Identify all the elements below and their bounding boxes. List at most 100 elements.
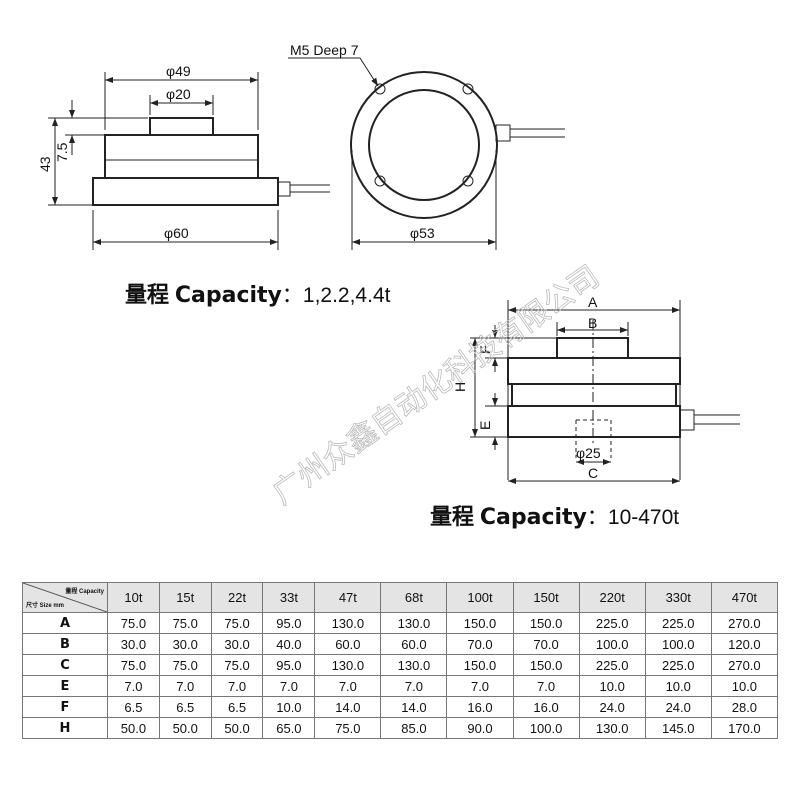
table-cell: 24.0 xyxy=(578,696,646,718)
table-cell: 40.0 xyxy=(262,633,316,655)
table-cell: 270.0 xyxy=(710,654,779,676)
table-cell: 225.0 xyxy=(578,654,646,676)
table-cell: 150.0 xyxy=(446,612,514,634)
table-cell: 120.0 xyxy=(710,633,779,655)
dim-phi60: φ60 xyxy=(164,225,189,241)
table-cell: 90.0 xyxy=(446,717,514,739)
table-cell: 95.0 xyxy=(262,612,316,634)
table-cell: 225.0 xyxy=(578,612,646,634)
table-cell: 75.0 xyxy=(210,612,264,634)
table-cell: 16.0 xyxy=(446,696,514,718)
table-cell: 10.0 xyxy=(710,675,779,697)
table-cell: 30.0 xyxy=(107,633,160,655)
table-cell: 7.0 xyxy=(314,675,382,697)
table-cell: 85.0 xyxy=(380,717,448,739)
table-cell: 7.0 xyxy=(512,675,580,697)
table-cell: 75.0 xyxy=(107,612,160,634)
table-cell: 16.0 xyxy=(512,696,580,718)
table-cell: 95.0 xyxy=(262,654,316,676)
column-header: 33t xyxy=(262,582,316,613)
hole-spec-label: M5 Deep 7 xyxy=(290,42,359,58)
table-cell: 75.0 xyxy=(210,654,264,676)
dim-e: E xyxy=(477,421,493,430)
table-cell: 100.0 xyxy=(644,633,712,655)
table-cell: 7.0 xyxy=(158,675,212,697)
top-view-small: M5 Deep 7 φ53 xyxy=(288,42,565,250)
column-header: 47t xyxy=(314,582,382,613)
table-cell: 50.0 xyxy=(107,717,160,739)
dim-43: 43 xyxy=(37,156,53,172)
dim-phi53: φ53 xyxy=(410,225,435,241)
table-cell: 6.5 xyxy=(107,696,160,718)
dim-f: F xyxy=(477,345,493,354)
table-cell: 6.5 xyxy=(210,696,264,718)
table-cell: 28.0 xyxy=(710,696,779,718)
column-header: 330t xyxy=(644,582,712,613)
table-cell: 225.0 xyxy=(644,612,712,634)
table-cell: 60.0 xyxy=(314,633,382,655)
row-label: H xyxy=(22,717,108,739)
table-corner-header: 量程 Capacity 尺寸 Size mm xyxy=(22,582,108,613)
column-header: 100t xyxy=(446,582,514,613)
table-cell: 50.0 xyxy=(210,717,264,739)
table-cell: 150.0 xyxy=(512,654,580,676)
dim-b: B xyxy=(588,315,597,331)
column-header: 15t xyxy=(158,582,212,613)
technical-drawings: φ49 φ20 φ60 43 7.5 M5 Deep 7 φ53 A B φ25… xyxy=(37,42,740,511)
dim-phi20: φ20 xyxy=(166,86,191,102)
table-cell: 270.0 xyxy=(710,612,779,634)
table-cell: 75.0 xyxy=(158,612,212,634)
table-cell: 170.0 xyxy=(710,717,779,739)
table-cell: 70.0 xyxy=(446,633,514,655)
table-cell: 75.0 xyxy=(158,654,212,676)
table-cell: 24.0 xyxy=(644,696,712,718)
table-cell: 130.0 xyxy=(380,654,448,676)
table-cell: 130.0 xyxy=(578,717,646,739)
table-cell: 30.0 xyxy=(158,633,212,655)
dim-7-5: 7.5 xyxy=(54,142,70,162)
table-cell: 7.0 xyxy=(446,675,514,697)
table-cell: 150.0 xyxy=(512,612,580,634)
table-cell: 30.0 xyxy=(210,633,264,655)
table-cell: 10.0 xyxy=(578,675,646,697)
row-label: A xyxy=(22,612,108,634)
table-cell: 6.5 xyxy=(158,696,212,718)
side-view-large: A B φ25 C H F E xyxy=(452,294,740,484)
table-cell: 10.0 xyxy=(644,675,712,697)
column-header: 470t xyxy=(710,582,779,613)
table-cell: 14.0 xyxy=(314,696,382,718)
table-cell: 60.0 xyxy=(380,633,448,655)
table-cell: 130.0 xyxy=(314,612,382,634)
table-cell: 70.0 xyxy=(512,633,580,655)
table-cell: 10.0 xyxy=(262,696,316,718)
row-label: B xyxy=(22,633,108,655)
table-cell: 100.0 xyxy=(578,633,646,655)
table-cell: 145.0 xyxy=(644,717,712,739)
side-view-small: φ49 φ20 φ60 43 7.5 xyxy=(37,63,330,250)
column-header: 22t xyxy=(210,582,264,613)
table-cell: 130.0 xyxy=(314,654,382,676)
table-cell: 225.0 xyxy=(644,654,712,676)
table-cell: 65.0 xyxy=(262,717,316,739)
table-cell: 14.0 xyxy=(380,696,448,718)
column-header: 68t xyxy=(380,582,448,613)
caption-small-capacity: 量程 Capacity：1,2.2,4.4t xyxy=(125,283,391,308)
column-header: 10t xyxy=(107,582,160,613)
table-cell: 7.0 xyxy=(262,675,316,697)
table-cell: 7.0 xyxy=(380,675,448,697)
table-cell: 130.0 xyxy=(380,612,448,634)
table-cell: 7.0 xyxy=(107,675,160,697)
dim-h: H xyxy=(452,382,468,392)
row-label: E xyxy=(22,675,108,697)
caption-large-capacity: 量程 Capacity：10-470t xyxy=(430,505,680,530)
dim-phi25: φ25 xyxy=(576,445,601,461)
dim-c: C xyxy=(588,465,598,481)
table-cell: 7.0 xyxy=(210,675,264,697)
table-cell: 100.0 xyxy=(512,717,580,739)
column-header: 220t xyxy=(578,582,646,613)
